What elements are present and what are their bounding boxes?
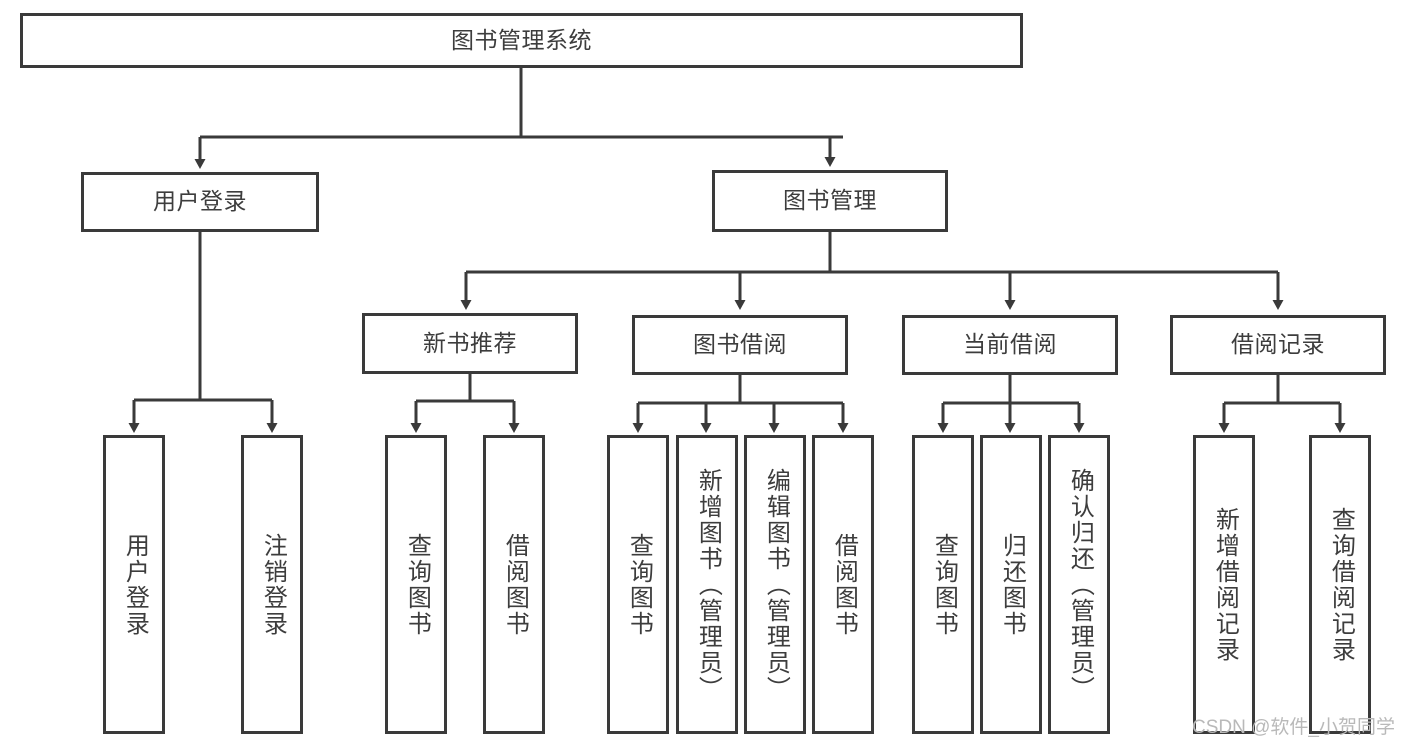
node-label: 用户登录 xyxy=(153,188,247,215)
node-label: 借阅图书 xyxy=(501,532,529,637)
node-label: 借阅图书 xyxy=(830,532,858,637)
watermark-text: CSDN @软件_小贺同学 xyxy=(1192,717,1395,738)
leaf-book-borrow-edit[interactable]: 编辑图书（管理员） xyxy=(744,435,806,734)
node-label: 注销登录 xyxy=(259,532,287,637)
node-label: 新增借阅记录 xyxy=(1211,506,1239,663)
node-label: 查询图书 xyxy=(403,532,431,637)
node-new-book-recommend[interactable]: 新书推荐 xyxy=(362,313,578,374)
leaf-borrow-record-add[interactable]: 新增借阅记录 xyxy=(1193,435,1255,734)
node-label: 查询图书 xyxy=(625,532,653,637)
leaf-borrow-record-query[interactable]: 查询借阅记录 xyxy=(1309,435,1371,734)
node-label: 新书推荐 xyxy=(423,329,517,356)
node-label: 当前借阅 xyxy=(963,331,1057,358)
node-label: 用户登录 xyxy=(121,532,149,637)
node-label: 借阅记录 xyxy=(1231,331,1325,358)
node-user-login[interactable]: 用户登录 xyxy=(81,172,319,232)
leaf-user-login-login[interactable]: 用户登录 xyxy=(103,435,165,734)
leaf-new-book-borrow[interactable]: 借阅图书 xyxy=(483,435,545,734)
leaf-current-borrow-return[interactable]: 归还图书 xyxy=(980,435,1042,734)
node-label: 图书管理系统 xyxy=(451,26,592,53)
leaf-book-borrow-query[interactable]: 查询图书 xyxy=(607,435,669,734)
node-root-system[interactable]: 图书管理系统 xyxy=(20,13,1023,68)
leaf-new-book-query[interactable]: 查询图书 xyxy=(385,435,447,734)
node-current-borrow[interactable]: 当前借阅 xyxy=(902,315,1118,375)
node-label: 查询借阅记录 xyxy=(1327,506,1355,663)
node-borrow-record[interactable]: 借阅记录 xyxy=(1170,315,1386,375)
node-book-management[interactable]: 图书管理 xyxy=(712,170,948,232)
node-book-borrow[interactable]: 图书借阅 xyxy=(632,315,848,375)
node-label: 编辑图书（管理员） xyxy=(762,467,790,702)
leaf-book-borrow-add[interactable]: 新增图书（管理员） xyxy=(676,435,738,734)
leaf-user-login-logout[interactable]: 注销登录 xyxy=(241,435,303,734)
node-label: 新增图书（管理员） xyxy=(694,467,722,702)
node-label: 确认归还（管理员） xyxy=(1066,467,1094,702)
leaf-current-borrow-confirm-return[interactable]: 确认归还（管理员） xyxy=(1048,435,1110,734)
leaf-book-borrow-borrow[interactable]: 借阅图书 xyxy=(812,435,874,734)
node-label: 查询图书 xyxy=(930,532,958,637)
node-label: 归还图书 xyxy=(998,532,1026,637)
leaf-current-borrow-query[interactable]: 查询图书 xyxy=(912,435,974,734)
node-label: 图书借阅 xyxy=(693,331,787,358)
node-label: 图书管理 xyxy=(783,187,877,214)
